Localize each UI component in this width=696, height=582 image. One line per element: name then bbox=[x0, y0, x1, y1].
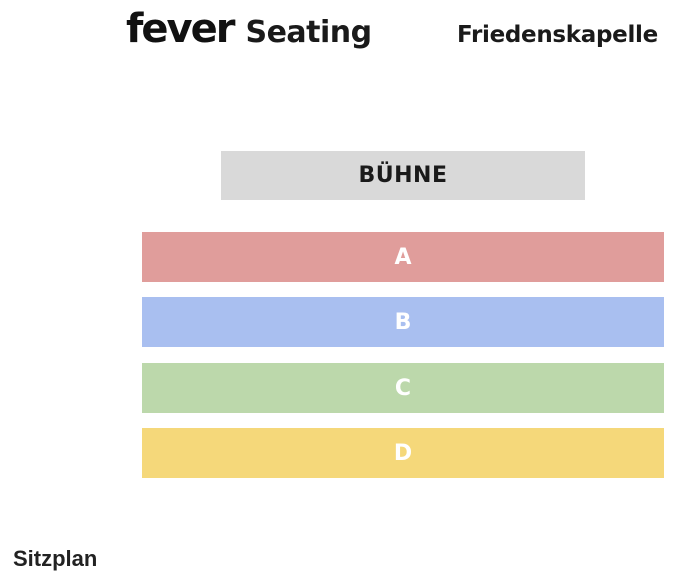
brand-header: fever Seating bbox=[126, 6, 372, 56]
section-c[interactable]: C bbox=[142, 363, 664, 413]
stage-label: BÜHNE bbox=[358, 163, 448, 188]
section-a[interactable]: A bbox=[142, 232, 664, 282]
stage-area: BÜHNE bbox=[221, 151, 585, 200]
section-label: B bbox=[394, 309, 412, 335]
venue-name: Friedenskapelle bbox=[457, 22, 658, 48]
brand-title: Seating bbox=[245, 15, 372, 50]
section-label: D bbox=[393, 440, 413, 466]
fever-logo: fever bbox=[126, 6, 235, 52]
section-d[interactable]: D bbox=[142, 428, 664, 478]
section-b[interactable]: B bbox=[142, 297, 664, 347]
section-label: C bbox=[394, 375, 412, 401]
section-label: A bbox=[394, 244, 412, 270]
caption-sitzplan: Sitzplan bbox=[13, 546, 98, 571]
